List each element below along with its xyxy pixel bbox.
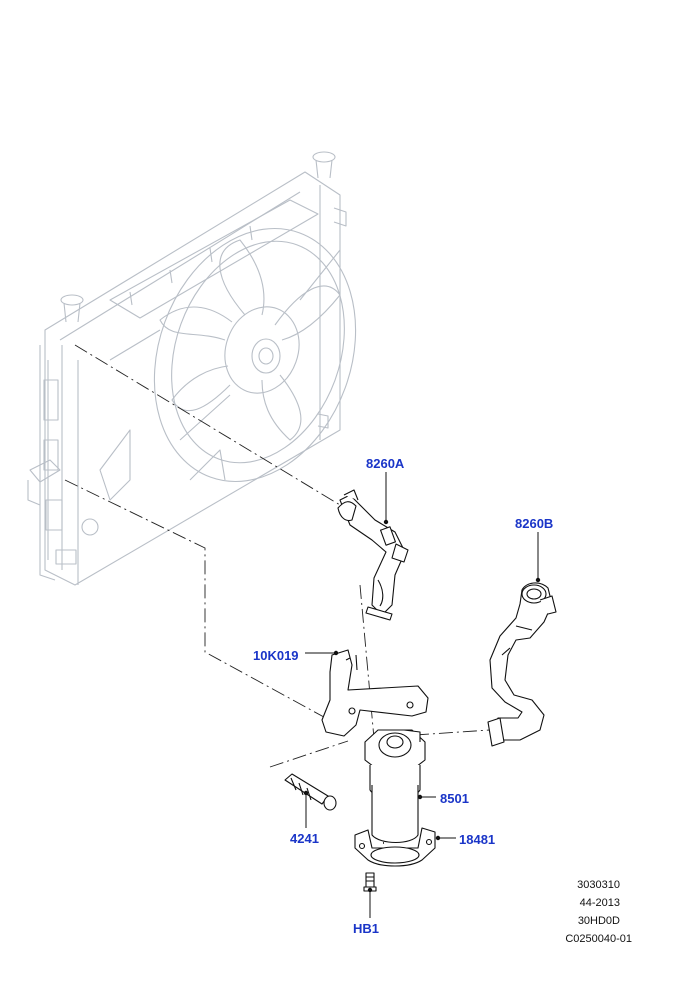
reference-line-4: C0250040-01 xyxy=(565,933,632,945)
assembly-leader-lines xyxy=(64,344,491,849)
reference-line-1: 3030310 xyxy=(577,879,620,891)
callout-8260B[interactable]: 8260B xyxy=(515,516,554,531)
callout-leaders xyxy=(305,472,539,918)
radiator-fan-assembly xyxy=(27,151,357,586)
lower-hose-8260B xyxy=(487,582,557,747)
callout-4241[interactable]: 4241 xyxy=(290,831,319,846)
upper-hose-8260A xyxy=(337,489,409,621)
callout-8260A[interactable]: 8260A xyxy=(366,456,405,471)
callout-8501[interactable]: 8501 xyxy=(440,791,469,806)
coolant-pump-8501 xyxy=(364,729,426,844)
reference-line-2: 44-2013 xyxy=(579,897,620,909)
rivet-4241 xyxy=(284,773,337,811)
callout-10K019[interactable]: 10K019 xyxy=(253,648,299,663)
bracket-10K019 xyxy=(321,649,429,737)
callout-18481[interactable]: 18481 xyxy=(459,832,496,847)
clamp-18481 xyxy=(354,827,436,867)
callout-HB1[interactable]: HB1 xyxy=(353,921,380,936)
callout-dots xyxy=(303,519,541,893)
reference-line-3: 30HD0D xyxy=(577,915,620,927)
